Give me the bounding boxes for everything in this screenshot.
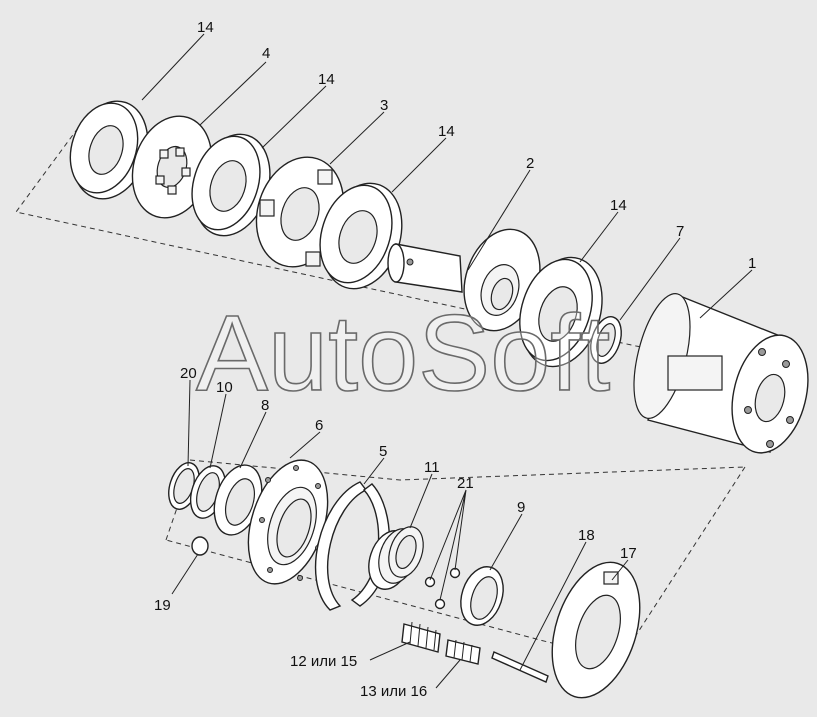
callout-5: 5 (379, 443, 387, 460)
callout-14-c: 14 (438, 123, 455, 140)
callout-3: 3 (380, 97, 388, 114)
part-piston-plate-6 (247, 459, 329, 585)
callout-2: 2 (526, 155, 534, 172)
callout-20: 20 (180, 365, 197, 382)
assembly-axis-link (189, 459, 746, 481)
callout-6: 6 (315, 417, 323, 434)
callout-13-or-16: 13 или 16 (360, 683, 427, 700)
part-seal-8 (213, 464, 263, 536)
part-ring-7 (590, 316, 622, 364)
callout-7: 7 (676, 223, 684, 240)
leader-lines (141, 33, 753, 689)
callout-4: 4 (262, 45, 270, 62)
callout-14-d: 14 (610, 197, 627, 214)
callout-19: 19 (154, 597, 171, 614)
callout-14-a: 14 (197, 19, 214, 36)
callout-10: 10 (216, 379, 233, 396)
part-friction-disc-14-b (191, 133, 271, 237)
callout-21: 21 (457, 475, 474, 492)
part-friction-disc-14-c (319, 182, 403, 290)
callout-11: 11 (424, 459, 440, 476)
part-balls-21 (424, 567, 461, 610)
part-spring-11 (368, 526, 424, 590)
part-bushing-9 (460, 566, 504, 626)
watermark-text: AutoSoft (196, 292, 610, 413)
part-spring-12-or-15 (401, 621, 441, 653)
part-nut-19 (191, 536, 209, 556)
part-friction-disc-14-d (519, 256, 603, 368)
callout-1: 1 (748, 255, 756, 272)
callout-9: 9 (517, 499, 525, 516)
part-spring-13-or-16 (445, 639, 481, 665)
part-hub-shaft-2 (387, 228, 541, 332)
callout-17: 17 (620, 545, 637, 562)
callout-12-or-15: 12 или 15 (290, 653, 357, 670)
callout-8: 8 (261, 397, 269, 414)
part-cover-plate-17 (551, 561, 641, 699)
part-pin-18 (491, 651, 549, 683)
part-drum-housing-1 (633, 293, 809, 454)
callout-14-b: 14 (318, 71, 335, 88)
callout-18: 18 (578, 527, 595, 544)
